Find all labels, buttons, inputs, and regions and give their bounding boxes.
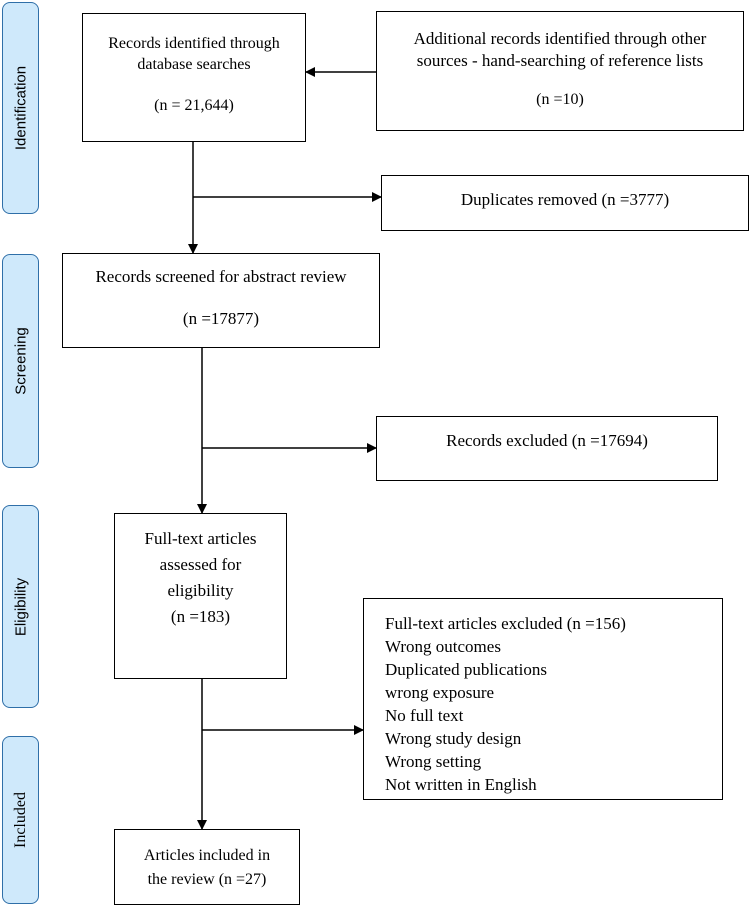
stage-identification: Identification: [2, 2, 39, 214]
exclusion-reason: Duplicated publications: [385, 659, 547, 679]
records-screened-count: (n =17877): [182, 309, 260, 329]
records-screened-box: Records screened for abstract review (n …: [62, 253, 380, 348]
fulltext-assessed-line3: eligibility: [167, 581, 234, 601]
stage-included: Included: [2, 736, 39, 904]
exclusion-reason: No full text: [385, 705, 464, 725]
fulltext-assessed-box: Full-text articles assessed for eligibil…: [114, 513, 287, 679]
fulltext-assessed-count: (n =183): [170, 607, 231, 627]
articles-included-line2: the review (n =27): [147, 871, 267, 888]
fulltext-excluded-title: Full-text articles excluded (n =156): [385, 614, 626, 633]
records-identified-box: Records identified through database sear…: [82, 13, 306, 142]
records-identified-line2: database searches: [137, 55, 251, 73]
exclusion-reason: Wrong study design: [385, 728, 522, 748]
additional-records-line2: sources - hand-searching of reference li…: [416, 51, 704, 71]
records-screened-line1: Records screened for abstract review: [95, 267, 347, 286]
duplicates-removed-box: Duplicates removed (n =3777): [381, 175, 749, 231]
exclusion-reason: Wrong setting: [385, 751, 482, 771]
records-identified-line1: Records identified through: [108, 35, 280, 52]
stage-eligibility: Eligibility: [2, 505, 39, 708]
fulltext-assessed-line1: Full-text articles: [144, 529, 257, 548]
duplicates-removed-label: Duplicates removed (n =3777): [460, 190, 670, 209]
records-identified-count: (n = 21,644): [154, 96, 234, 114]
exclusion-reason: Not written in English: [385, 774, 537, 794]
fulltext-assessed-line2: assessed for: [159, 555, 242, 575]
additional-records-count: (n =10): [536, 91, 584, 109]
additional-records-line1: Additional records identified through ot…: [413, 29, 707, 48]
additional-records-box: Additional records identified through ot…: [376, 11, 744, 131]
articles-included-box: Articles included in the review (n =27): [114, 829, 300, 905]
records-excluded-box: Records excluded (n =17694): [376, 416, 718, 481]
stage-screening: Screening: [2, 254, 39, 468]
articles-included-line1: Articles included in: [143, 847, 271, 864]
fulltext-excluded-box: Full-text articles excluded (n =156) Wro…: [363, 598, 723, 800]
exclusion-reason: wrong exposure: [385, 682, 495, 702]
records-excluded-label: Records excluded (n =17694): [446, 431, 648, 450]
exclusion-reason: Wrong outcomes: [385, 636, 501, 656]
